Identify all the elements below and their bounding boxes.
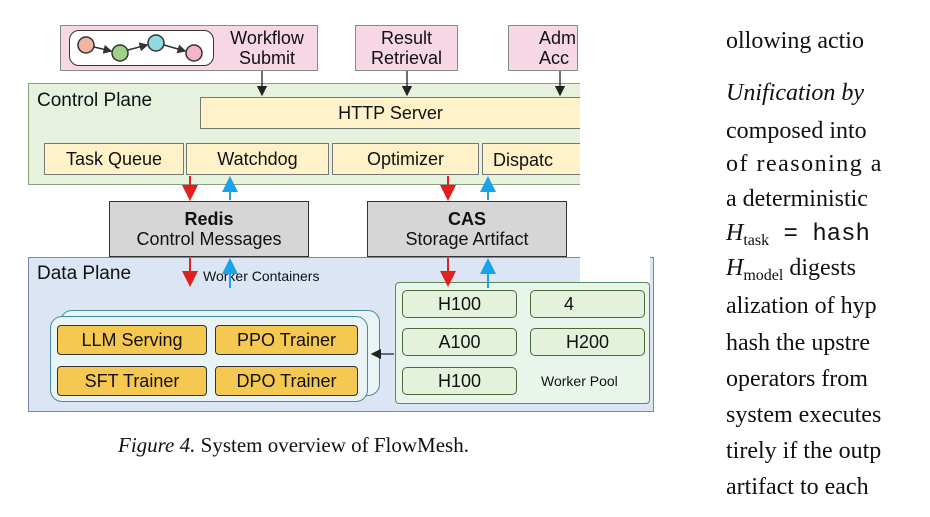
watchdog-label: Watchdog — [217, 149, 298, 169]
redis-title: Redis — [184, 209, 234, 229]
gpu-h100-1: H100 — [402, 290, 517, 318]
dispatcher-box: Dispatc — [482, 143, 580, 175]
data-plane-label: Data Plane — [37, 263, 132, 284]
gpu-h100-2-label: H100 — [437, 371, 482, 391]
figure-caption-text: System overview of FlowMesh. — [200, 433, 469, 457]
cas-subtitle: Storage Artifact — [405, 229, 529, 249]
admin-line1: Adm — [539, 28, 577, 48]
redis-subtitle: Control Messages — [136, 229, 282, 249]
watchdog-box: Watchdog — [186, 143, 329, 175]
http-server-box: HTTP Server — [200, 97, 580, 129]
text-line-7: Hmodel digests — [726, 255, 857, 284]
cas-box: CAS Storage Artifact — [367, 201, 567, 257]
figure-arrows — [182, 71, 566, 360]
dpo-trainer-label: DPO Trainer — [236, 371, 337, 391]
admin-line2: Acc — [539, 48, 570, 68]
crop-occluder-2 — [567, 185, 657, 257]
worker-pool-label: Worker Pool — [541, 373, 618, 389]
text-line-3: composed into — [726, 118, 867, 144]
gpu-h100-1-label: H100 — [437, 294, 482, 314]
text-line-9: hash the upstre — [726, 330, 870, 356]
llm-serving-box: LLM Serving — [57, 325, 207, 355]
text-line-1: ollowing actio — [726, 28, 864, 54]
text-line-6: Htask = hash — [726, 220, 870, 249]
gpu-h200-label: H200 — [565, 332, 610, 352]
sft-trainer-box: SFT Trainer — [57, 366, 207, 396]
workflow-submit-line1: Workflow — [230, 28, 304, 48]
task-queue-label: Task Queue — [65, 149, 163, 169]
gpu-h200: H200 — [530, 328, 645, 356]
result-retrieval-box: Result Retrieval — [355, 25, 458, 71]
gpu-2-label: 4 — [564, 294, 575, 314]
workflow-submit-line2: Submit — [238, 48, 296, 68]
text-line-12: tirely if the outp — [726, 438, 882, 464]
gpu-h100-2: H100 — [402, 367, 517, 395]
cas-title: CAS — [447, 209, 486, 229]
text-line-10: operators from — [726, 366, 868, 392]
dpo-trainer-box: DPO Trainer — [215, 366, 358, 396]
text-line-13: artifact to each — [726, 474, 869, 500]
figure-caption: Figure 4. System overview of FlowMesh. — [118, 433, 469, 458]
result-retrieval-line2: Retrieval — [370, 48, 443, 68]
text-line-11: system executes — [726, 402, 882, 428]
optimizer-label: Optimizer — [366, 149, 444, 169]
text-line-4: of reasoning a — [726, 151, 883, 177]
sft-trainer-label: SFT Trainer — [84, 371, 180, 391]
ppo-trainer-label: PPO Trainer — [236, 330, 337, 350]
redis-box: Redis Control Messages — [109, 201, 309, 257]
http-server-label: HTTP Server — [338, 103, 443, 123]
workflow-submit-box: Workflow Submit — [60, 25, 318, 71]
workflow-graph-icon — [69, 30, 214, 66]
task-queue-box: Task Queue — [44, 143, 184, 175]
dispatcher-label: Dispatc — [493, 150, 554, 170]
optimizer-box: Optimizer — [332, 143, 479, 175]
ppo-trainer-box: PPO Trainer — [215, 325, 358, 355]
text-line-5: a deterministic — [726, 186, 868, 212]
result-retrieval-line1: Result — [380, 28, 433, 48]
figure-caption-label: Figure 4. — [118, 433, 196, 457]
gpu-a100-label: A100 — [438, 332, 481, 352]
text-line-2: Unification by — [726, 80, 864, 106]
llm-serving-label: LLM Serving — [81, 330, 183, 350]
control-plane-label: Control Plane — [37, 90, 153, 111]
text-line-8: alization of hyp — [726, 293, 877, 319]
gpu-2: 4 — [530, 290, 645, 318]
gpu-a100: A100 — [402, 328, 517, 356]
admin-box: Adm Acc — [508, 25, 578, 71]
